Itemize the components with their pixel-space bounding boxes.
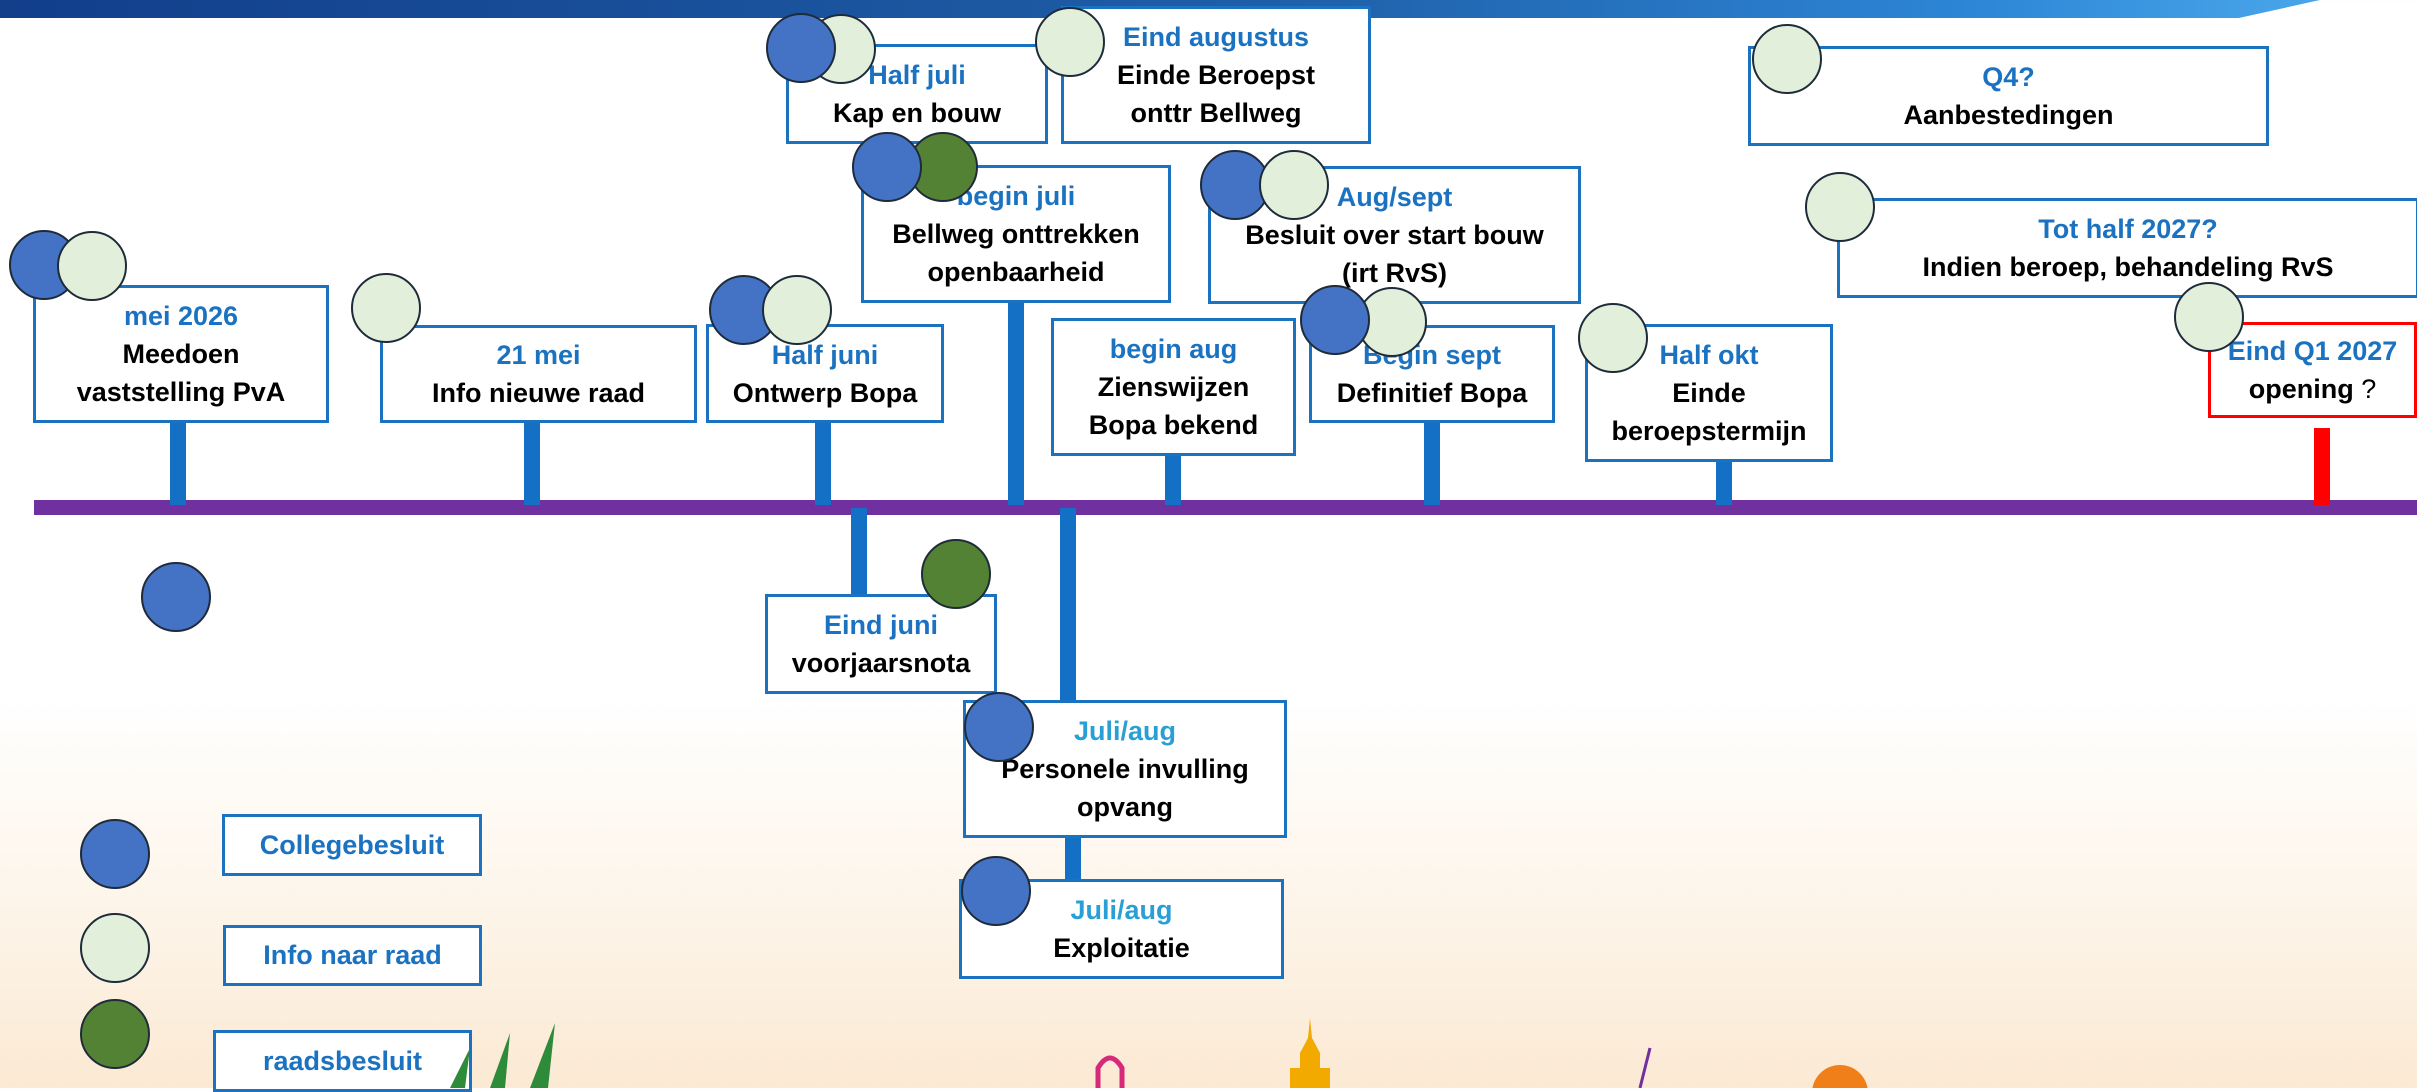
milestone-date: Aug/sept xyxy=(1336,182,1453,212)
stem-m16 xyxy=(1065,835,1081,885)
stem-m15 xyxy=(1060,508,1076,704)
college-marker xyxy=(1300,285,1370,355)
milestone-m1: mei 2026 Meedoen vaststelling PvA xyxy=(33,285,329,423)
info-marker xyxy=(1578,303,1648,373)
milestone-text: Kap en bouw xyxy=(833,98,1001,128)
milestone-text-main: opening xyxy=(2248,374,2354,404)
milestone-date: Tot half 2027? xyxy=(2038,214,2218,244)
stem-m13 xyxy=(2314,428,2330,505)
milestone-text: Indien beroep, behandeling RvS xyxy=(1922,252,2334,282)
milestone-text: Bellweg onttrekken xyxy=(892,219,1140,249)
milestone-suffix: ? xyxy=(2353,374,2377,404)
milestone-text: Einde xyxy=(1672,378,1746,408)
milestone-date: 21 mei xyxy=(496,340,581,370)
milestone-text: openbaarheid xyxy=(927,257,1105,287)
legend-college-label: Collegebesluit xyxy=(222,814,482,876)
milestone-text: Einde Beroepst xyxy=(1116,60,1316,90)
milestone-text: opvang xyxy=(1076,792,1173,822)
legend-info-label: Info naar raad xyxy=(223,925,482,986)
milestone-m2: 21 mei Info nieuwe raad xyxy=(380,325,697,423)
stem-m3 xyxy=(815,415,831,505)
milestone-text: Exploitatie xyxy=(1053,933,1190,963)
stem-m14 xyxy=(851,508,867,598)
info-marker xyxy=(762,275,832,345)
info-marker xyxy=(57,231,127,301)
info-marker xyxy=(2174,282,2244,352)
decorative-grass xyxy=(450,1023,555,1088)
stem-m7 xyxy=(1165,455,1181,505)
stem-m6 xyxy=(1008,295,1024,505)
milestone-date: Q4? xyxy=(1982,62,2035,92)
milestone-m12: Tot half 2027? Indien beroep, behandelin… xyxy=(1837,198,2417,298)
milestone-date: Half juli xyxy=(868,60,966,90)
legend-info-swatch xyxy=(80,913,150,983)
raad-marker xyxy=(921,539,991,609)
legend-college-swatch xyxy=(80,819,150,889)
stem-m2 xyxy=(524,420,540,505)
milestone-date: begin juli xyxy=(956,181,1076,211)
milestone-date: Eind Q1 2027 xyxy=(2227,336,2398,366)
milestone-text: (irt RvS) xyxy=(1341,258,1447,288)
milestone-text: Besluit over start bouw xyxy=(1245,220,1544,250)
decorative-skyline xyxy=(1095,1018,1868,1088)
timeline-axis xyxy=(34,500,2417,515)
milestone-text: beroepstermijn xyxy=(1611,416,1807,446)
milestone-text: opening ? xyxy=(2249,370,2377,408)
milestone-text: Ontwerp Bopa xyxy=(732,377,918,408)
info-marker xyxy=(1035,7,1105,77)
stem-m10 xyxy=(1716,455,1732,505)
milestone-date: Juli/aug xyxy=(1070,895,1173,925)
milestone-date: mei 2026 xyxy=(123,301,239,331)
milestone-m3: Half juni Ontwerp Bopa xyxy=(706,324,944,423)
milestone-m7: begin aug Zienswijzen Bopa bekend xyxy=(1051,318,1296,456)
info-marker xyxy=(351,273,421,343)
stem-m1 xyxy=(170,415,186,505)
milestone-date: Juli/aug xyxy=(1073,716,1176,746)
milestone-date: Eind augustus xyxy=(1122,22,1309,52)
milestone-m6: begin juli Bellweg onttrekken openbaarhe… xyxy=(861,165,1171,303)
milestone-text: Bopa bekend xyxy=(1088,410,1259,440)
milestone-m11: Q4? Aanbestedingen xyxy=(1748,46,2269,146)
milestone-text: Personele invulling xyxy=(1001,754,1249,784)
info-marker xyxy=(1805,172,1875,242)
college-marker xyxy=(964,692,1034,762)
milestone-text: Definitief Bopa xyxy=(1336,378,1528,408)
stem-m9 xyxy=(1424,415,1440,505)
milestone-date: Half juni xyxy=(771,339,879,370)
legend-raad-label: raadsbesluit xyxy=(213,1030,472,1092)
milestone-text: Info nieuwe raad xyxy=(431,378,646,408)
legend-raad-swatch xyxy=(80,999,150,1069)
college-marker xyxy=(852,132,922,202)
milestone-m13: Eind Q1 2027 opening ? xyxy=(2208,322,2417,418)
info-marker xyxy=(1752,24,1822,94)
milestone-text: Aanbestedingen xyxy=(1903,100,2114,130)
milestone-date: Eind juni xyxy=(824,610,938,640)
milestone-text: Zienswijzen xyxy=(1097,372,1250,402)
college-marker xyxy=(961,856,1031,926)
milestone-m8: Aug/sept Besluit over start bouw (irt Rv… xyxy=(1208,166,1581,304)
milestone-text: vaststelling PvA xyxy=(76,377,286,407)
milestone-m5: Eind augustus Einde Beroepst onttr Bellw… xyxy=(1061,6,1371,144)
college-marker xyxy=(141,562,211,632)
milestone-date: begin aug xyxy=(1109,334,1238,364)
milestone-date: Half okt xyxy=(1659,340,1759,370)
info-marker xyxy=(1259,150,1329,220)
college-marker xyxy=(766,13,836,83)
milestone-m14: Eind juni voorjaarsnota xyxy=(765,594,997,694)
milestone-text: onttr Bellweg xyxy=(1130,98,1302,128)
milestone-text: voorjaarsnota xyxy=(791,648,971,678)
milestone-text: Meedoen xyxy=(122,339,240,369)
